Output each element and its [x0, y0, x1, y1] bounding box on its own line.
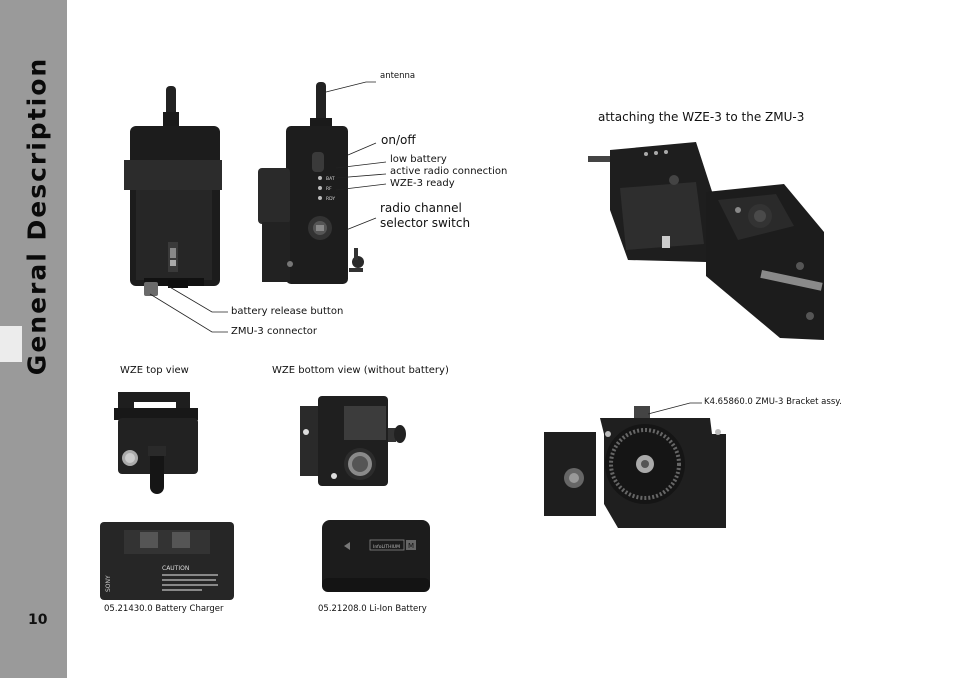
battery-brand: InfoLITHIUM: [373, 544, 400, 550]
photo-wze-top: [114, 392, 198, 494]
photo-zmu-bracket: [544, 406, 726, 528]
page-number: 10: [28, 612, 48, 628]
label-top-view: WZE top view: [120, 365, 189, 376]
label-zmu-connector: ZMU-3 connector: [231, 326, 318, 337]
label-wze-ready: WZE-3 ready: [390, 178, 455, 189]
photo-wze-side: BAT RF RDY: [258, 82, 364, 284]
label-active-radio: active radio connection: [390, 166, 508, 177]
led-label-bat: BAT: [326, 176, 335, 182]
label-charger: 05.21430.0 Battery Charger: [104, 604, 224, 614]
battery-series: M: [408, 542, 414, 550]
led-label-rdy: RDY: [326, 196, 335, 202]
label-bottom-view: WZE bottom view (without battery): [272, 365, 449, 376]
label-selector-switch: selector switch: [380, 216, 471, 230]
label-battery: 05.21208.0 Li-Ion Battery: [318, 604, 427, 614]
section-tab: [0, 326, 22, 362]
label-antenna: antenna: [380, 71, 416, 81]
led-label-rf: RF: [326, 186, 332, 192]
label-radio-channel: radio channel: [380, 201, 462, 215]
photo-li-ion-battery: InfoLITHIUM M: [322, 520, 430, 592]
photo-battery-charger: SONY CAUTION: [100, 522, 234, 600]
label-on-off: on/off: [381, 133, 416, 147]
photo-attaching: [588, 142, 824, 340]
photo-wze-front: [124, 86, 222, 296]
section-title: General Description: [22, 56, 52, 376]
label-battery-release: battery release button: [231, 306, 344, 317]
label-attaching: attaching the WZE-3 to the ZMU-3: [598, 110, 805, 124]
photo-wze-bottom: [300, 396, 406, 486]
charger-brand: SONY: [105, 575, 112, 592]
label-bracket: K4.65860.0 ZMU-3 Bracket assy.: [704, 397, 842, 407]
label-low-battery: low battery: [390, 154, 447, 165]
charger-caution: CAUTION: [162, 565, 189, 572]
